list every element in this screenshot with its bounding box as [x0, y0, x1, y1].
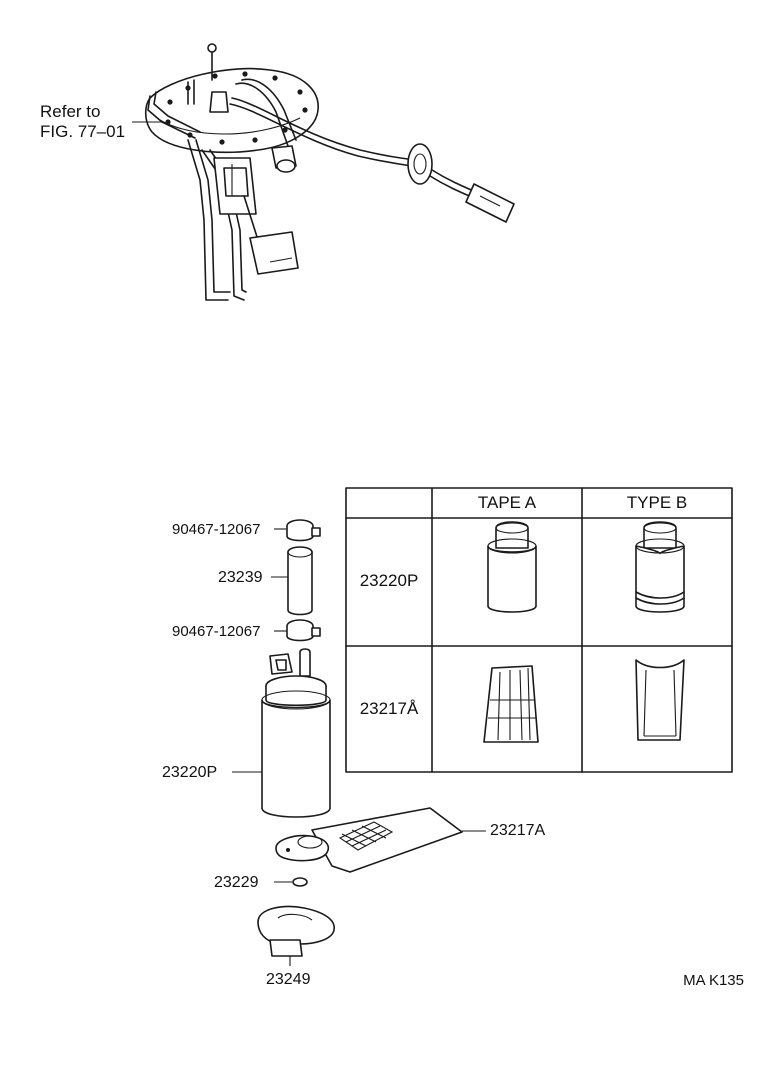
clamp-upper-drawing — [274, 519, 321, 542]
clamp-lower-drawing — [274, 619, 321, 642]
fuel-pump-drawing — [232, 648, 331, 818]
table-header-type-a: TAPE A — [477, 493, 537, 512]
table-row-label-filter: 23217Å — [359, 699, 419, 718]
exploded-parts-drawing — [232, 519, 486, 966]
label-clamp-lower: 90467-12067 — [172, 623, 261, 640]
filter-drawing — [275, 807, 486, 873]
variant-table-grid — [345, 487, 733, 773]
label-hose: 23239 — [218, 569, 263, 586]
label-clamp-upper: 90467-12067 — [172, 521, 261, 538]
fuel-pump-assembly-drawing — [132, 43, 515, 301]
fuel-pump-type-b-icon — [635, 521, 685, 613]
fuel-pump-type-a-icon — [487, 521, 537, 613]
label-filter: 23217A — [490, 822, 546, 839]
cushion-drawing — [274, 877, 308, 887]
table-header-type-b: TYPE B — [626, 493, 688, 512]
reference-line-2: FIG. 77–01 — [40, 122, 126, 141]
label-bracket: 23249 — [266, 971, 311, 988]
filter-type-a-icon — [483, 665, 539, 743]
label-cushion: 23229 — [214, 874, 259, 891]
label-fuel-pump: 23220P — [162, 764, 218, 781]
bracket-drawing — [257, 905, 335, 966]
table-row-label-pump: 23220P — [359, 571, 419, 590]
hose-drawing — [271, 546, 313, 616]
figure-code: MA K135 — [683, 972, 744, 989]
filter-type-b-icon — [635, 659, 685, 741]
reference-line-1: Refer to — [40, 102, 101, 121]
reference-note: Refer to FIG. 77–01 — [40, 102, 125, 142]
